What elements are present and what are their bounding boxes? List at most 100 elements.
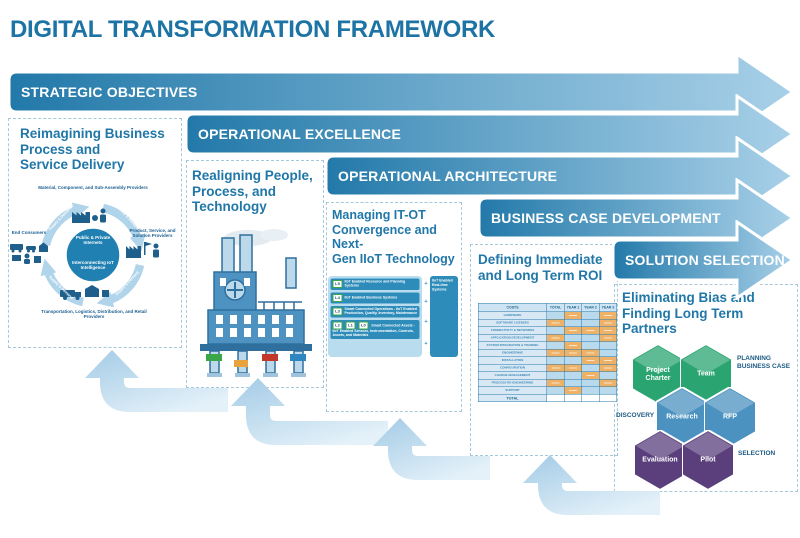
- hexagon-label: Team: [697, 370, 715, 378]
- layers-container: L5 IIoT Enabled Resource and Planning Sy…: [328, 276, 422, 357]
- cost-item-label: INSTALLATION: [478, 356, 547, 365]
- supply-cycle-diagram: Public & Private Internets Interconnecti…: [8, 182, 180, 347]
- hexagon-label: Pilot: [700, 456, 716, 464]
- plus-connector-icon: +: [422, 318, 430, 326]
- table-row: SYSTEM INTEGRATION & TRAINING: [478, 341, 617, 350]
- column-header: YEAR 3: [599, 303, 617, 312]
- supply-cycle-graphic: [10, 202, 159, 308]
- value-cell: [581, 341, 600, 350]
- value-cell: [546, 326, 565, 335]
- table-row: CONFIGURATION: [478, 364, 617, 372]
- banner-strategic-objectives: STRATEGIC OBJECTIVES: [7, 51, 800, 133]
- cycle-node-bottom-label: Transportation, Logistics, Distribution,…: [41, 309, 147, 320]
- table-row: PROCESS RE-ENGINEERING: [478, 379, 617, 387]
- hexagon-label: Project Charter: [645, 367, 671, 383]
- hexagon-project-charter: Project Charter: [631, 342, 685, 406]
- value-cell: [546, 386, 565, 395]
- end-consumers-icon: [10, 242, 48, 264]
- level-badge: L1: [345, 321, 356, 330]
- banner-label: BUSINESS CASE DEVELOPMENT: [491, 210, 721, 226]
- table-row: ENGINEERING: [478, 349, 617, 357]
- hexagon-label: Research: [666, 413, 698, 421]
- cycle-node-right-label: Product, Service, and Solution Providers: [129, 228, 176, 239]
- hexagon-label: RFP: [723, 413, 737, 421]
- cycle-node-top-label: Material, Component, and Sub-Assembly Pr…: [38, 185, 148, 190]
- value-cell: [564, 334, 582, 342]
- suppliers-icon: [72, 208, 106, 223]
- total-label: TOTAL: [478, 394, 547, 402]
- value-cell: [546, 311, 565, 320]
- heading-defining-roi: Defining Immediate and Long Term ROI: [478, 252, 603, 283]
- hexagon-pilot: Pilot: [681, 428, 735, 492]
- banner-solution-selection: SOLUTION SELECTION: [611, 219, 800, 301]
- value-cell: [581, 371, 600, 380]
- hexagon-label: Evaluation: [642, 456, 678, 464]
- value-cell: [599, 319, 617, 327]
- table-row: SUPPORT: [478, 386, 617, 395]
- heading-realigning: Realigning People, Process, and Technolo…: [192, 168, 313, 215]
- value-cell: [546, 319, 565, 327]
- level-badge: L2: [332, 321, 343, 330]
- value-cell: [581, 379, 600, 387]
- product-providers-icon: [126, 242, 159, 258]
- plus-connector-icon: +: [422, 280, 430, 288]
- layer-text: IIoT Enabled Resource and Planning Syste…: [344, 280, 406, 288]
- layer-row-l5: L5 IIoT Enabled Resource and Planning Sy…: [330, 278, 420, 290]
- value-cell: [564, 394, 582, 402]
- table-row: INSTALLATION: [478, 356, 617, 365]
- flow-arrow-3-icon: [373, 418, 490, 480]
- column-header: TOTAL: [546, 303, 565, 312]
- banner-label: OPERATIONAL EXCELLENCE: [198, 126, 402, 142]
- cost-item-label: CONNECTIVITY & NETWORKS: [478, 326, 547, 335]
- value-cell: [564, 379, 582, 387]
- table-row: CONNECTIVITY & NETWORKS: [478, 326, 617, 335]
- value-cell: [581, 349, 600, 357]
- value-cell: [546, 394, 565, 402]
- realtime-systems-box: IIoT Enabled Real-time Systems: [430, 276, 458, 357]
- layer-text: Smart Connected Operations - IIoT Enable…: [344, 307, 418, 316]
- stage-label-planning: PLANNING BUSINESS CASE: [737, 355, 791, 371]
- cost-item-label: PROCESS RE-ENGINEERING: [478, 379, 547, 387]
- value-cell: [546, 379, 565, 387]
- flow-arrow-4-icon: [523, 455, 660, 515]
- banner-label: STRATEGIC OBJECTIVES: [21, 84, 198, 100]
- panel-strategic-objectives: [8, 118, 182, 348]
- value-cell: [564, 356, 582, 365]
- level-badge: L5: [332, 280, 343, 289]
- value-cell: [581, 334, 600, 342]
- column-header: COSTS: [478, 303, 547, 312]
- value-cell: [599, 364, 617, 372]
- value-cell: [564, 386, 582, 395]
- cycle-center-top-label: Public & Private Internets: [75, 235, 111, 246]
- roi-table-block: COSTS TOTAL YEAR 1 YEAR 2 YEAR 3 HARDWAR…: [478, 303, 617, 403]
- cost-item-label: HARDWARE: [478, 311, 547, 320]
- flow-arrow-2-icon: [231, 378, 388, 445]
- value-cell: [546, 349, 565, 357]
- stage-label-selection: SELECTION: [738, 450, 776, 457]
- heading-managing-itot: Managing IT-OT Convergence and Next- Gen…: [332, 208, 455, 266]
- layer-text: Smart Connected Assets - IIoT Enabled Se…: [332, 323, 415, 337]
- logistics-icon: [60, 285, 109, 300]
- banner-operational-architecture: OPERATIONAL ARCHITECTURE: [324, 135, 800, 217]
- cost-item-label: ENGINEERING: [478, 349, 547, 357]
- value-cell: [599, 379, 617, 387]
- value-cell: [581, 326, 600, 335]
- table-row: HARDWARE: [478, 311, 617, 320]
- panel-operational-architecture: [326, 202, 462, 412]
- value-cell: [581, 394, 600, 402]
- heading-reimagining: Reimagining Business Process and Service…: [20, 126, 165, 173]
- value-cell: [599, 334, 617, 342]
- panel-business-case: [470, 244, 618, 456]
- plus-connector-icon: +: [422, 340, 430, 348]
- cost-item-label: SYSTEM INTEGRATION & TRAINING: [478, 341, 547, 350]
- level-badge: L4: [332, 293, 343, 302]
- value-cell: [599, 371, 617, 380]
- value-cell: [546, 341, 565, 350]
- cost-item-label: CHANGE MANAGEMENT: [478, 371, 547, 380]
- table-header-row: COSTS TOTAL YEAR 1 YEAR 2 YEAR 3: [478, 303, 617, 312]
- roi-table: COSTS TOTAL YEAR 1 YEAR 2 YEAR 3 HARDWAR…: [478, 303, 617, 402]
- stage-label-discovery: DISCOVERY: [616, 412, 655, 419]
- value-cell: [599, 341, 617, 350]
- layer-row-l3: L3 Smart Connected Operations - IIoT Ena…: [330, 305, 420, 318]
